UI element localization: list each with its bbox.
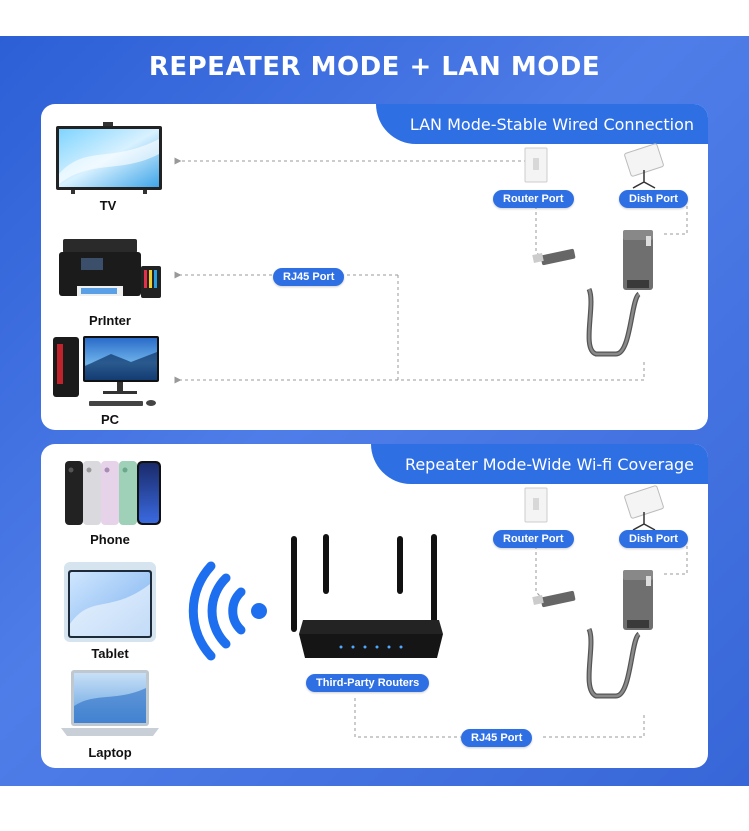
device-label-tv: TV bbox=[99, 198, 117, 213]
tablet-icon bbox=[64, 562, 156, 642]
tv-icon bbox=[56, 122, 162, 194]
dish-port-line bbox=[661, 546, 688, 575]
phone-icon bbox=[65, 461, 161, 525]
satellite-dish-icon bbox=[624, 485, 664, 531]
laptop-icon bbox=[61, 670, 159, 736]
rj45-port-label: RJ45 Port bbox=[461, 729, 533, 747]
printer-icon bbox=[59, 239, 161, 298]
device-label-printer: PrInter bbox=[89, 313, 131, 328]
repeater-diagram bbox=[61, 461, 688, 738]
router-down-line bbox=[354, 698, 461, 738]
repeater-mode-panel: Repeater Mode-Wide Wi-fi Coverage bbox=[41, 444, 708, 768]
satellite-dish-icon bbox=[624, 143, 664, 189]
router-port-label: Router Port bbox=[493, 530, 574, 548]
ethernet-adapter-icon bbox=[532, 230, 653, 357]
router-port-label: Router Port bbox=[493, 190, 574, 208]
rj45-port-label: RJ45 Port bbox=[273, 268, 345, 286]
repeater-mode-tab: Repeater Mode-Wide Wi-fi Coverage bbox=[370, 444, 708, 484]
third-party-routers-label: Third-Party Routers bbox=[306, 674, 430, 692]
page-title: REPEATER MODE + LAN MODE bbox=[148, 52, 601, 82]
pc-connection-line bbox=[174, 362, 645, 384]
dish-port-label: Dish Port bbox=[619, 530, 688, 548]
tv-connection-line bbox=[174, 157, 537, 170]
lan-mode-tab: LAN Mode-Stable Wired Connection bbox=[375, 104, 708, 144]
wall-plate-icon bbox=[524, 147, 548, 183]
dish-port-label: Dish Port bbox=[619, 190, 688, 208]
lan-diagram bbox=[53, 122, 688, 406]
ethernet-adapter-icon bbox=[532, 570, 653, 699]
lan-connection-lines bbox=[174, 157, 688, 384]
pc-icon bbox=[53, 336, 159, 406]
router-icon bbox=[291, 534, 443, 658]
wifi-icon bbox=[188, 561, 267, 661]
dish-port-line bbox=[661, 206, 688, 235]
device-label-tablet: Tablet bbox=[91, 646, 129, 661]
device-label-laptop: Laptop bbox=[88, 745, 132, 760]
wall-plate-icon bbox=[524, 487, 548, 523]
adapter-return-line bbox=[543, 714, 645, 738]
lan-mode-panel: LAN Mode-Stable Wired Connection bbox=[41, 104, 708, 430]
router-port-line bbox=[535, 546, 547, 603]
device-label-pc: PC bbox=[100, 412, 120, 427]
device-label-phone: Phone bbox=[90, 532, 130, 547]
